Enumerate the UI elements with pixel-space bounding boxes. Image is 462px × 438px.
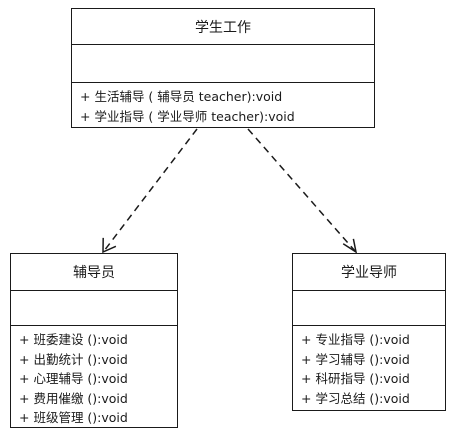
operations-compartment: + 专业指导 ():void + 学习辅导 ():void + 科研指导 ():…	[293, 325, 445, 408]
operation: + 学习辅导 ():void	[301, 351, 410, 367]
operation: + 生活辅导 ( 辅导员 teacher):void	[80, 89, 283, 104]
operation: + 科研指导 ():void	[301, 371, 410, 386]
operations-compartment: + 生活辅导 ( 辅导员 teacher):void + 学业指导 ( 学业导师…	[72, 82, 374, 126]
operation: + 班级管理 ():void	[19, 410, 128, 425]
arrowhead-right	[342, 238, 358, 254]
operation: + 心理辅导 ():void	[19, 371, 128, 386]
arrowhead-left	[102, 237, 117, 254]
class-name: 学业导师	[341, 265, 397, 281]
class-name: 学生工作	[195, 19, 251, 36]
attributes-compartment	[11, 290, 177, 325]
attributes-compartment	[293, 290, 445, 325]
operation: + 学习总结 ():void	[301, 390, 410, 406]
operation: + 学业指导 ( 学业导师 teacher):void	[80, 108, 295, 124]
class-counselor: 辅导员 + 班委建设 ():void + 出勤统计 ():void + 心理辅导…	[10, 253, 178, 428]
dependency-line-right	[247, 128, 356, 252]
class-student-work: 学生工作 + 生活辅导 ( 辅导员 teacher):void + 学业指导 (…	[71, 8, 375, 128]
operation: + 专业指导 ():void	[301, 332, 410, 347]
operations-compartment: + 班委建设 ():void + 出勤统计 ():void + 心理辅导 ():…	[11, 325, 177, 428]
attributes-compartment	[72, 44, 374, 82]
operation: + 出勤统计 ():void	[19, 351, 128, 367]
operation: + 班委建设 ():void	[19, 332, 128, 347]
class-academic-advisor: 学业导师 + 专业指导 ():void + 学习辅导 ():void + 科研指…	[292, 253, 446, 411]
operation: + 费用催缴 ():void	[19, 390, 128, 406]
dependency-line-left	[103, 128, 198, 252]
class-name: 辅导员	[73, 265, 115, 281]
